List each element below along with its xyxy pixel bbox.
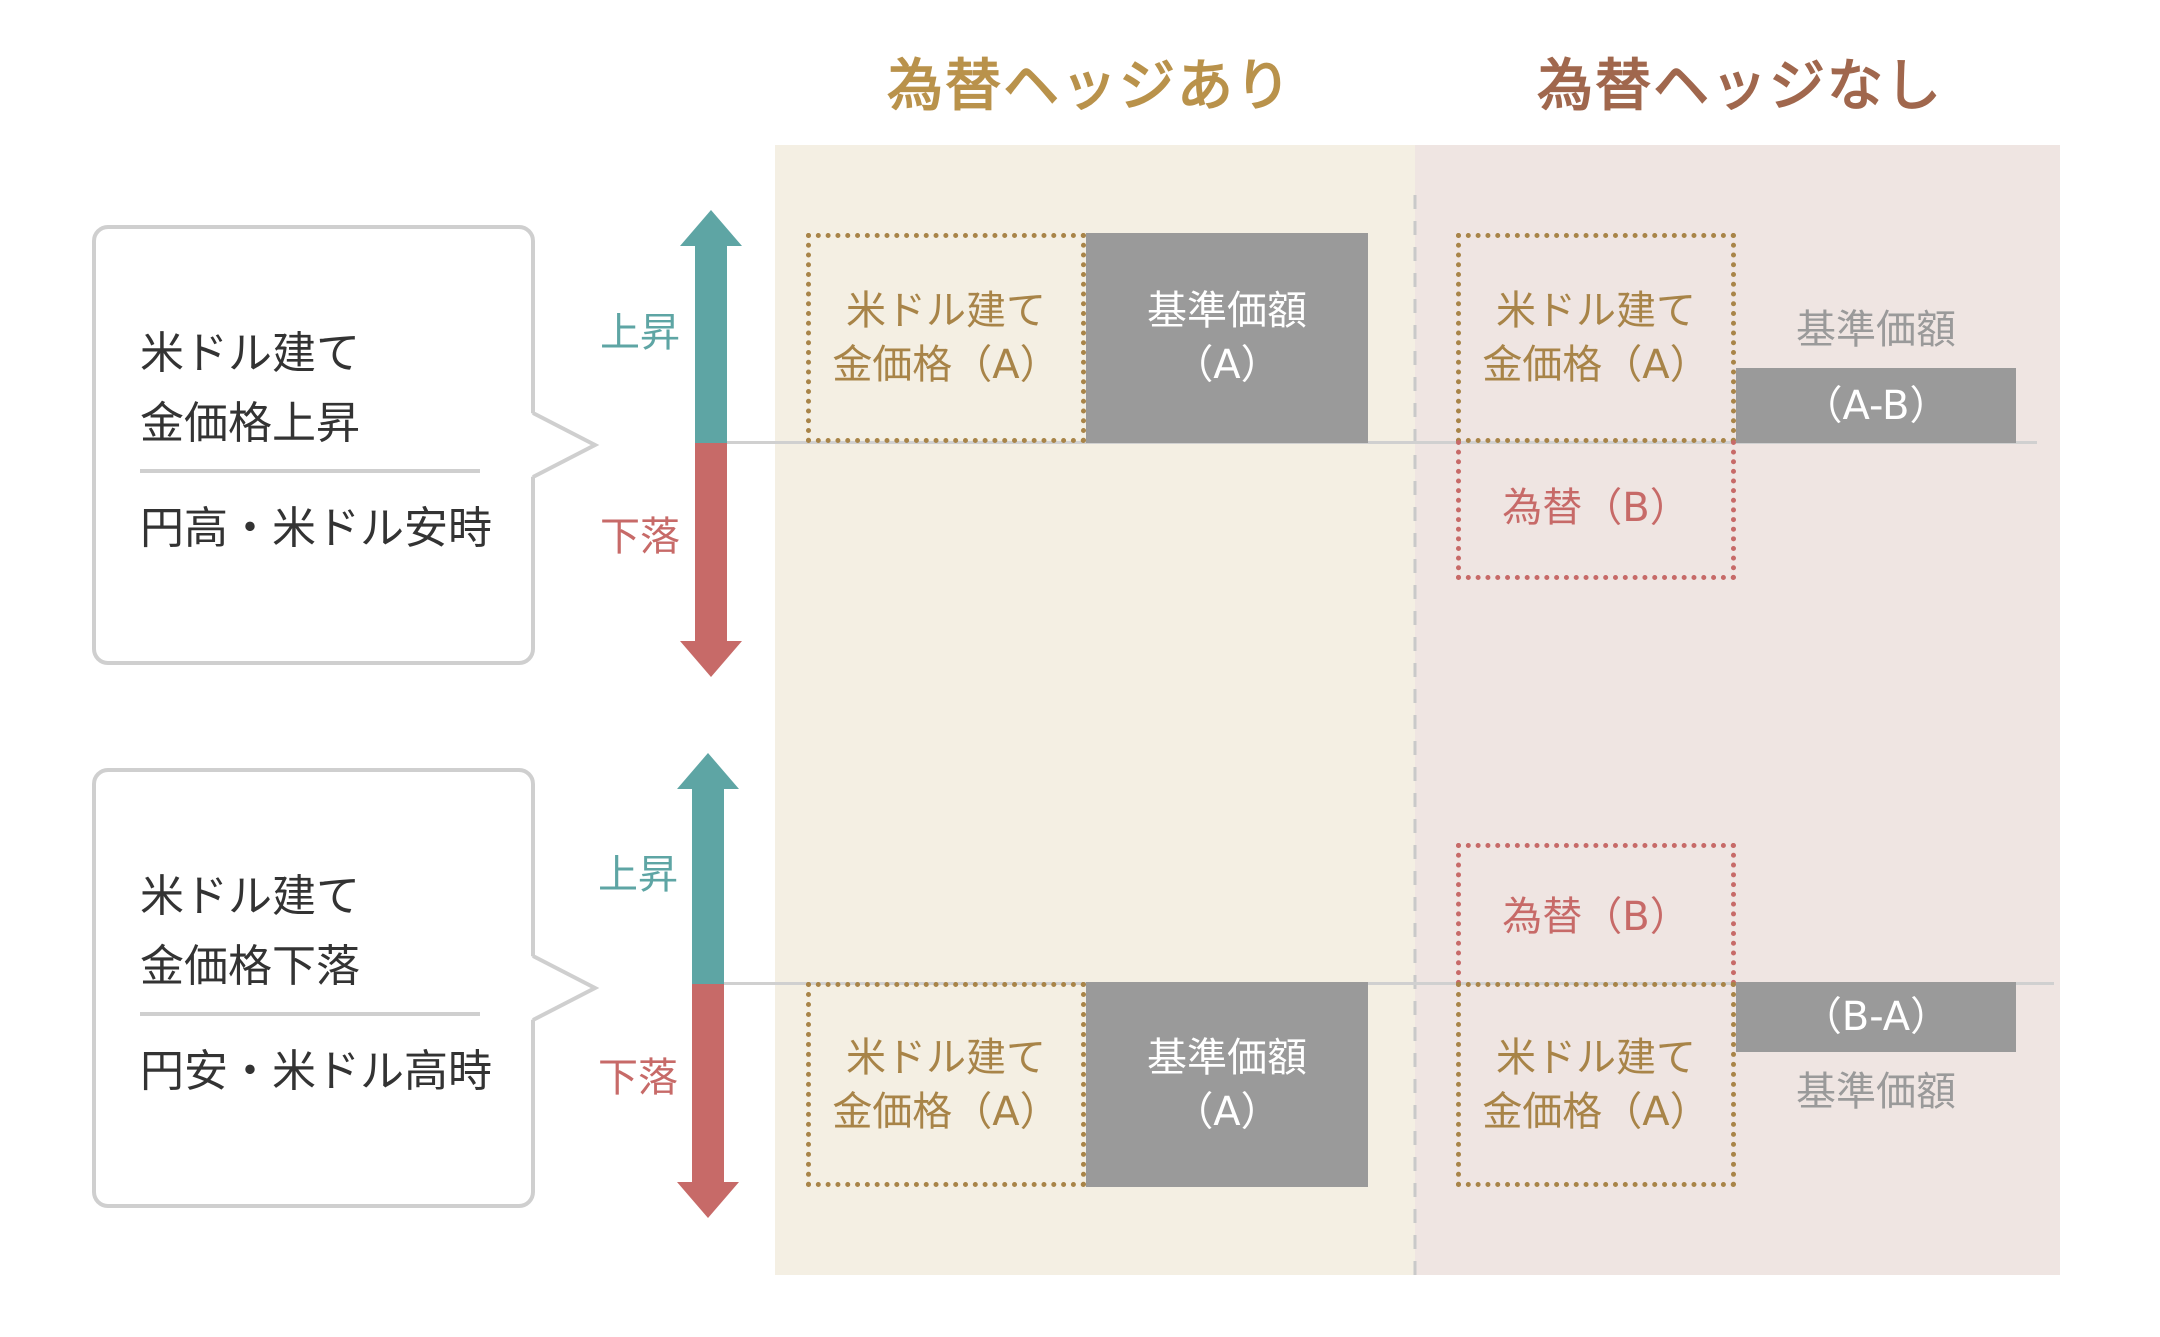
scenario-1-up-arrow (695, 243, 727, 443)
scenario-1-baseline (727, 441, 2037, 444)
scenario-2-hedged-gold-box: 米ドル建て 金価格（A） (806, 982, 1086, 1187)
scenario-2-up-arrow (692, 786, 724, 984)
scenario-1-up-arrowhead (680, 210, 742, 246)
scenario-1-down-label: 下落 (600, 514, 680, 560)
scenario-1-bubble: 米ドル建て 金価格上昇 円高・米ドル安時 (92, 225, 535, 665)
scenario-2-bubble: 米ドル建て 金価格下落 円安・米ドル高時 (92, 768, 535, 1208)
scenario-2-bubble-separator (140, 1012, 480, 1016)
scenario-1-condition-fx: 円高・米ドル安時 (140, 503, 492, 554)
scenario-2-down-arrowhead (677, 1182, 739, 1218)
scenario-1-down-arrowhead (680, 641, 742, 677)
column-divider (1413, 195, 1417, 1275)
unhedged-column-title: 為替ヘッジなし (1537, 54, 1943, 119)
scenario-1-bubble-separator (140, 469, 480, 473)
scenario-2-unhedged-fx-box: 為替（B） (1456, 843, 1736, 985)
scenario-1-up-label: 上昇 (600, 310, 680, 356)
scenario-2-hedged-nav-box: 基準価額 （A） (1086, 982, 1368, 1187)
hedged-column-title: 為替ヘッジあり (887, 54, 1293, 119)
scenario-1-hedged-gold-box: 米ドル建て 金価格（A） (806, 233, 1086, 443)
scenario-1-unhedged-gold-box: 米ドル建て 金価格（A） (1456, 233, 1736, 443)
scenario-2-unhedged-gold-box: 米ドル建て 金価格（A） (1456, 982, 1736, 1187)
scenario-2-baseline (724, 982, 2054, 985)
scenario-1-condition-gold: 米ドル建て 金価格上昇 (140, 328, 360, 449)
unhedged-column-bg (1415, 145, 2060, 1275)
scenario-1-down-arrow (695, 443, 727, 643)
scenario-1-hedged-nav-box: 基準価額 （A） (1086, 233, 1368, 443)
scenario-1-unhedged-nav-box: （A-B） (1736, 368, 2016, 443)
scenario-2-condition-fx: 円安・米ドル高時 (140, 1046, 492, 1097)
scenario-2-bubble-tail (531, 954, 600, 1022)
scenario-1-unhedged-fx-box: 為替（B） (1456, 440, 1736, 580)
scenario-2-down-label: 下落 (598, 1055, 678, 1101)
scenario-2-unhedged-nav-box: （B-A） (1736, 982, 2016, 1052)
scenario-2-down-arrow (692, 984, 724, 1184)
scenario-1-bubble-tail (531, 411, 600, 479)
scenario-2-up-label: 上昇 (598, 852, 678, 898)
scenario-1-unhedged-nav-label: 基準価額 (1796, 307, 1956, 353)
scenario-2-condition-gold: 米ドル建て 金価格下落 (140, 871, 360, 992)
scenario-2-up-arrowhead (677, 753, 739, 789)
scenario-2-unhedged-nav-label: 基準価額 (1796, 1069, 1956, 1115)
